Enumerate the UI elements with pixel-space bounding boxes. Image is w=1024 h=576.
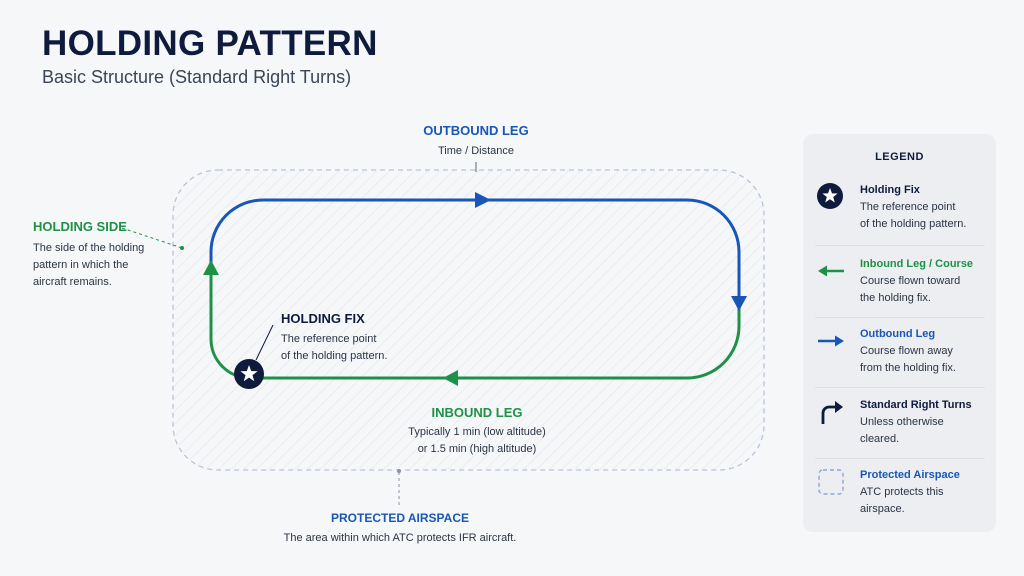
legend-item-outbound: Outbound Leg Course flown away from the …: [803, 326, 996, 386]
legend-divider: [815, 387, 985, 388]
holding-fix-star-icon: [234, 359, 264, 389]
outbound-arrowhead-top: [475, 192, 491, 208]
protected-airspace-label: PROTECTED AIRSPACE The area within which…: [250, 510, 550, 547]
inbound-leg-path: [209, 262, 741, 380]
outbound-leg-label: OUTBOUND LEG Time / Distance: [376, 122, 576, 160]
inbound-arrowhead-bottom: [443, 370, 458, 386]
legend-inbound-desc-1: Course flown toward: [860, 275, 961, 287]
legend-inbound-desc-2: the holding fix.: [860, 292, 931, 304]
legend-item-protected: Protected Airspace ATC protects this air…: [803, 467, 996, 527]
legend-right-turns-desc-2: cleared.: [860, 433, 900, 445]
legend-outbound-desc-1: Course flown away: [860, 345, 953, 357]
inbound-leg-desc-2: or 1.5 min (high altitude): [417, 443, 537, 455]
outbound-leg-title: OUTBOUND LEG: [423, 123, 529, 138]
turn-right-arrow-icon: [821, 401, 843, 424]
legend-protected-desc-1: ATC protects this: [860, 486, 944, 498]
legend-holding-fix-title: Holding Fix: [860, 184, 920, 196]
legend-divider: [815, 458, 985, 459]
legend-divider: [815, 317, 985, 318]
holding-fix-label: HOLDING FIX The reference point of the h…: [281, 310, 431, 365]
star-circle-icon: [817, 183, 843, 209]
holding-side-leader: [121, 227, 183, 249]
arrow-left-icon: [818, 265, 844, 277]
legend-outbound-desc-2: from the holding fix.: [860, 362, 956, 374]
dashed-square-icon: [818, 469, 844, 495]
holding-fix-desc-2: of the holding pattern.: [281, 350, 388, 362]
protected-dot: [397, 469, 401, 473]
holding-side-desc-1: The side of the holding: [33, 242, 145, 254]
legend-title: LEGEND: [875, 151, 924, 163]
inbound-arrowhead-left: [203, 260, 219, 275]
holding-side-dot: [180, 246, 184, 250]
legend-inbound-title: Inbound Leg / Course: [860, 258, 974, 270]
legend-protected-desc-2: airspace.: [860, 503, 905, 515]
holding-fix-desc-1: The reference point: [281, 333, 377, 345]
page-title: HOLDING PATTERN: [42, 24, 378, 63]
legend-item-holding-fix: Holding Fix The reference point of the h…: [803, 182, 996, 242]
protected-airspace-area: [172, 169, 765, 471]
holding-fix-leader: [255, 324, 274, 361]
arrow-right-icon: [818, 335, 844, 347]
protected-airspace-title: PROTECTED AIRSPACE: [330, 511, 469, 525]
legend-right-turns-title: Standard Right Turns: [860, 399, 972, 411]
page-subtitle: Basic Structure (Standard Right Turns): [42, 67, 352, 87]
legend-holding-fix-desc-1: The reference point: [860, 201, 956, 213]
holding-side-desc-3: aircraft remains.: [33, 276, 112, 288]
inbound-leg-label: INBOUND LEG Typically 1 min (low altitud…: [377, 404, 577, 458]
holding-side-title: HOLDING SIDE: [33, 219, 127, 234]
outbound-arrowhead-right: [731, 296, 747, 311]
protected-airspace-desc: The area within which ATC protects IFR a…: [283, 532, 517, 544]
legend-item-inbound: Inbound Leg / Course Course flown toward…: [803, 256, 996, 316]
outbound-leg-desc: Time / Distance: [437, 145, 514, 157]
legend-outbound-title: Outbound Leg: [860, 328, 936, 340]
legend-right-turns-desc-1: Unless otherwise: [860, 416, 944, 428]
legend-item-right-turns: Standard Right Turns Unless otherwise cl…: [803, 397, 996, 457]
holding-side-label: HOLDING SIDE The side of the holding pat…: [33, 218, 173, 291]
holding-side-desc-2: pattern in which the: [33, 259, 129, 271]
inbound-leg-title: INBOUND LEG: [431, 405, 523, 420]
legend-holding-fix-desc-2: of the holding pattern.: [860, 218, 967, 230]
legend-protected-title: Protected Airspace: [860, 469, 960, 481]
legend-divider: [815, 245, 985, 246]
legend-panel: LEGEND Holding Fix The reference point o…: [803, 134, 996, 532]
inbound-leg-desc-1: Typically 1 min (low altitude): [408, 426, 546, 438]
holding-fix-title: HOLDING FIX: [281, 311, 365, 326]
